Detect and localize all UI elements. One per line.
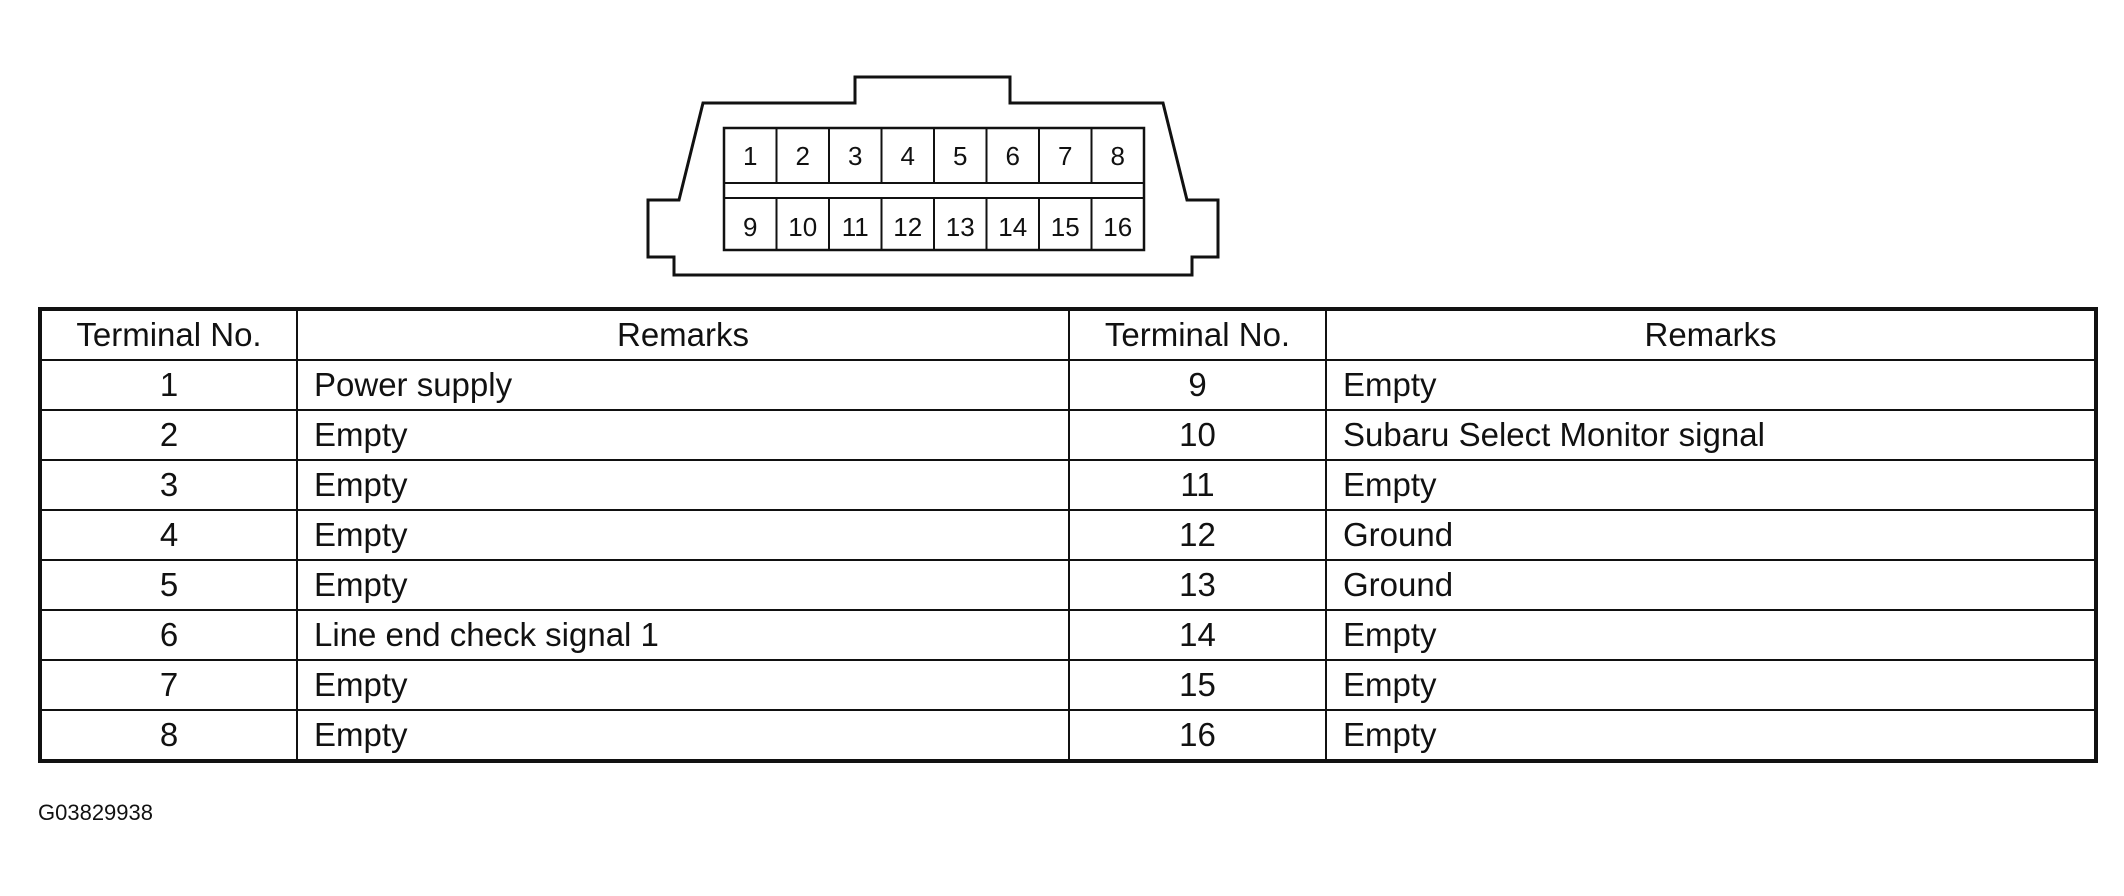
- table-row: 7 Empty 15 Empty: [39, 659, 2097, 711]
- pin-label: 8: [1111, 141, 1125, 171]
- table-row: 6 Line end check signal 1 14 Empty: [39, 609, 2097, 661]
- table-row: 3 Empty 11 Empty: [39, 459, 2097, 511]
- pin-label: 3: [848, 141, 862, 171]
- terminal-number: 1: [39, 359, 298, 411]
- table-row: 1 Power supply 9 Empty: [39, 359, 2097, 411]
- connector-diagram: 1 2 3 4 5 6 7 8 9 10 11 12 13 14 15 16: [646, 75, 1220, 277]
- pin-label: 15: [1051, 212, 1080, 242]
- terminal-remark: Empty: [1325, 709, 2097, 762]
- terminal-remark: Empty: [296, 409, 1070, 461]
- table-header-row: Terminal No. Remarks Terminal No. Remark…: [39, 308, 2097, 361]
- table-row: 5 Empty 13 Ground: [39, 559, 2097, 611]
- terminal-number: 2: [39, 409, 298, 461]
- terminal-remark: Empty: [1325, 659, 2097, 711]
- terminal-remark: Ground: [1325, 559, 2097, 611]
- terminal-remark: Empty: [296, 459, 1070, 511]
- terminal-remark: Empty: [296, 559, 1070, 611]
- terminal-remark: Empty: [296, 659, 1070, 711]
- terminal-table: Terminal No. Remarks Terminal No. Remark…: [38, 307, 2098, 763]
- terminal-number: 7: [39, 659, 298, 711]
- pin-label: 1: [743, 141, 757, 171]
- terminal-remark: Empty: [1325, 609, 2097, 661]
- terminal-number: 9: [1068, 359, 1327, 411]
- pin-row-bottom: 9 10 11 12 13 14 15 16: [743, 212, 1132, 242]
- header-remarks: Remarks: [1325, 308, 2097, 361]
- terminal-number: 4: [39, 509, 298, 561]
- pin-label: 16: [1103, 212, 1132, 242]
- terminal-remark: Empty: [296, 509, 1070, 561]
- table-row: 8 Empty 16 Empty: [39, 709, 2097, 762]
- header-remarks: Remarks: [296, 308, 1070, 361]
- connector-housing: [646, 75, 1220, 277]
- terminal-number: 5: [39, 559, 298, 611]
- pin-label: 2: [796, 141, 810, 171]
- pin-row-top: 1 2 3 4 5 6 7 8: [743, 141, 1125, 171]
- terminal-number: 14: [1068, 609, 1327, 661]
- pin-label: 10: [788, 212, 817, 242]
- header-terminal-no: Terminal No.: [1068, 308, 1327, 361]
- terminal-remark: Empty: [1325, 459, 2097, 511]
- terminal-remark: Empty: [296, 709, 1070, 762]
- pin-row-gap: [723, 182, 1145, 199]
- pin-label: 12: [893, 212, 922, 242]
- table-row: 2 Empty 10 Subaru Select Monitor signal: [39, 409, 2097, 461]
- terminal-remark: Subaru Select Monitor signal: [1325, 409, 2097, 461]
- terminal-number: 10: [1068, 409, 1327, 461]
- pin-label: 7: [1058, 141, 1072, 171]
- pin-label: 11: [842, 212, 869, 242]
- terminal-number: 3: [39, 459, 298, 511]
- pin-label: 4: [901, 141, 915, 171]
- pin-label: 9: [743, 212, 757, 242]
- pin-label: 14: [998, 212, 1027, 242]
- terminal-number: 16: [1068, 709, 1327, 762]
- terminal-remark: Empty: [1325, 359, 2097, 411]
- table-row: 4 Empty 12 Ground: [39, 509, 2097, 561]
- terminal-remark: Line end check signal 1: [296, 609, 1070, 661]
- terminal-number: 12: [1068, 509, 1327, 561]
- terminal-number: 8: [39, 709, 298, 762]
- pin-label: 13: [946, 212, 975, 242]
- pin-dividers: [775, 128, 1093, 250]
- pin-label: 6: [1006, 141, 1020, 171]
- header-terminal-no: Terminal No.: [39, 308, 298, 361]
- terminal-number: 15: [1068, 659, 1327, 711]
- pin-label: 5: [953, 141, 967, 171]
- terminal-number: 13: [1068, 559, 1327, 611]
- terminal-remark: Power supply: [296, 359, 1070, 411]
- terminal-number: 6: [39, 609, 298, 661]
- terminal-remark: Ground: [1325, 509, 2097, 561]
- figure-id: G03829938: [38, 800, 153, 825]
- terminal-number: 11: [1068, 459, 1327, 511]
